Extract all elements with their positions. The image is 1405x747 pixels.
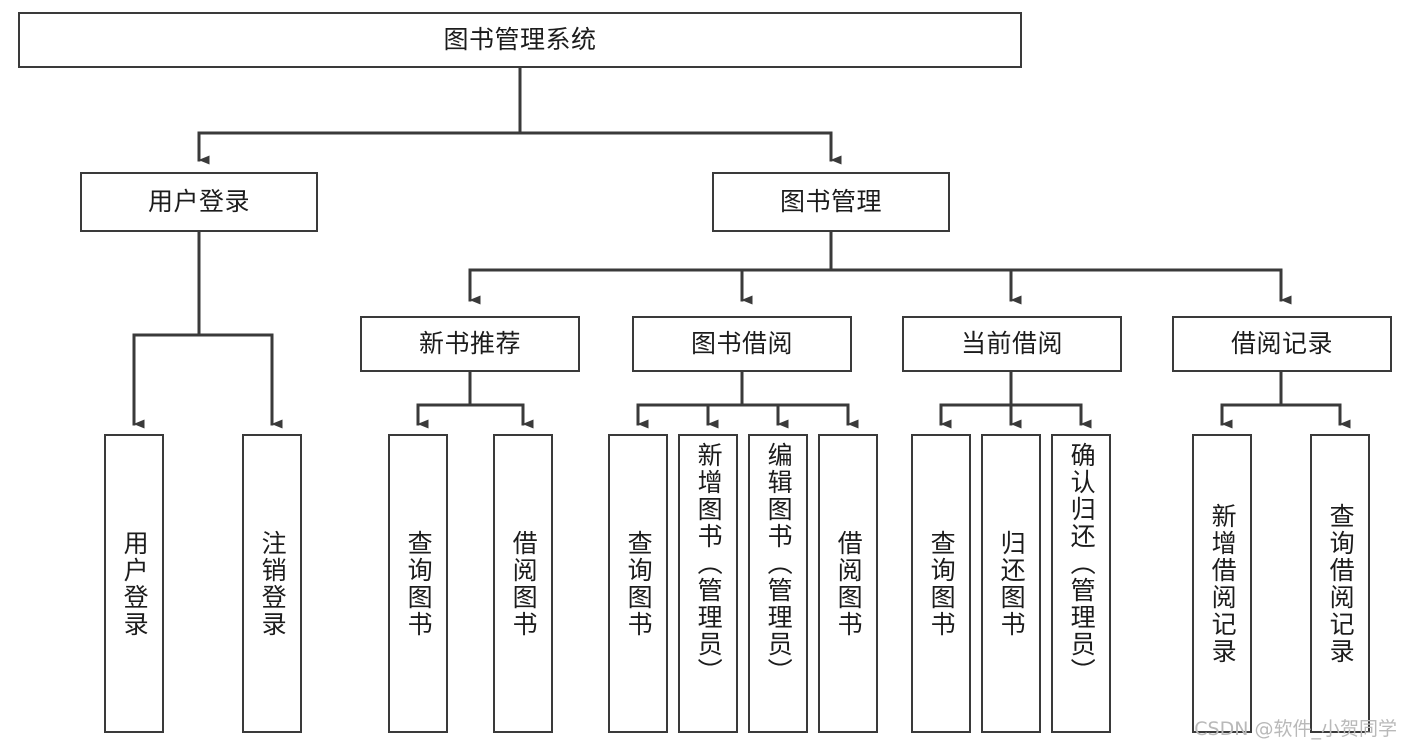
node-borrow-record-label: 借阅记录 bbox=[1230, 329, 1333, 359]
node-leaf-user-login-label: 用户登录 bbox=[120, 529, 150, 638]
node-user-login-label: 用户登录 bbox=[147, 187, 250, 217]
node-leaf-query-book-1[interactable]: 查询图书 bbox=[388, 434, 448, 733]
node-new-book-rec-label: 新书推荐 bbox=[418, 329, 521, 359]
node-leaf-query-book-3-label: 查询图书 bbox=[927, 529, 957, 638]
node-book-borrow[interactable]: 图书借阅 bbox=[632, 316, 852, 372]
node-leaf-add-record[interactable]: 新增借阅记录 bbox=[1192, 434, 1252, 733]
node-leaf-logout-login-label: 注销登录 bbox=[258, 529, 288, 638]
node-root-system-label: 图书管理系统 bbox=[443, 25, 597, 55]
node-leaf-confirm-return[interactable]: 确认归还（管理员） bbox=[1051, 434, 1111, 733]
node-leaf-query-book-3[interactable]: 查询图书 bbox=[911, 434, 971, 733]
node-leaf-add-book[interactable]: 新增图书（管理员） bbox=[678, 434, 738, 733]
node-book-manage-label: 图书管理 bbox=[779, 187, 882, 217]
node-user-login[interactable]: 用户登录 bbox=[80, 172, 318, 232]
node-leaf-return-book-label: 归还图书 bbox=[997, 529, 1027, 638]
node-borrow-record[interactable]: 借阅记录 bbox=[1172, 316, 1392, 372]
node-leaf-add-record-label: 新增借阅记录 bbox=[1208, 502, 1238, 665]
node-leaf-query-book-2-label: 查询图书 bbox=[624, 529, 654, 638]
node-new-book-rec[interactable]: 新书推荐 bbox=[360, 316, 580, 372]
node-current-borrow[interactable]: 当前借阅 bbox=[902, 316, 1122, 372]
node-leaf-confirm-return-label: 确认归还（管理员） bbox=[1067, 442, 1097, 685]
node-leaf-query-book-1-label: 查询图书 bbox=[404, 529, 434, 638]
node-leaf-query-record-label: 查询借阅记录 bbox=[1326, 502, 1356, 665]
node-root-system[interactable]: 图书管理系统 bbox=[18, 12, 1022, 68]
csdn-watermark: CSDN @软件_小贺同学 bbox=[1194, 718, 1397, 740]
node-book-borrow-label: 图书借阅 bbox=[690, 329, 793, 359]
node-leaf-borrow-book-1[interactable]: 借阅图书 bbox=[493, 434, 553, 733]
node-leaf-return-book[interactable]: 归还图书 bbox=[981, 434, 1041, 733]
node-book-manage[interactable]: 图书管理 bbox=[712, 172, 950, 232]
node-leaf-borrow-book-2-label: 借阅图书 bbox=[834, 529, 864, 638]
node-leaf-logout-login[interactable]: 注销登录 bbox=[242, 434, 302, 733]
node-leaf-user-login[interactable]: 用户登录 bbox=[104, 434, 164, 733]
node-leaf-query-book-2[interactable]: 查询图书 bbox=[608, 434, 668, 733]
node-leaf-query-record[interactable]: 查询借阅记录 bbox=[1310, 434, 1370, 733]
node-current-borrow-label: 当前借阅 bbox=[960, 329, 1063, 359]
node-leaf-borrow-book-2[interactable]: 借阅图书 bbox=[818, 434, 878, 733]
node-leaf-borrow-book-1-label: 借阅图书 bbox=[509, 529, 539, 638]
node-leaf-edit-book[interactable]: 编辑图书（管理员） bbox=[748, 434, 808, 733]
node-leaf-edit-book-label: 编辑图书（管理员） bbox=[764, 442, 794, 685]
node-leaf-add-book-label: 新增图书（管理员） bbox=[694, 442, 724, 685]
